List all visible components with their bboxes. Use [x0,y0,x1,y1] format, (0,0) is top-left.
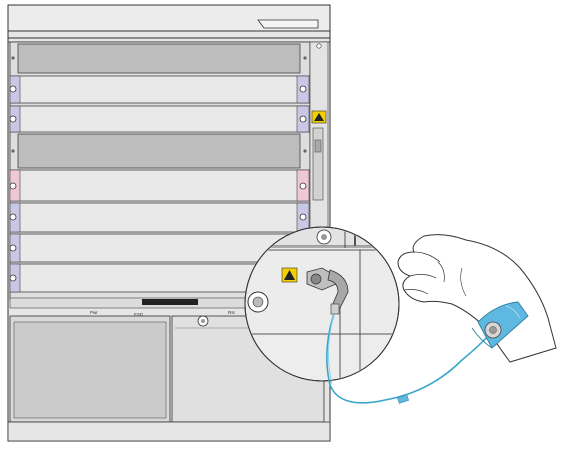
hand-with-wrist-strap [397,234,557,363]
label-mid: ESD [134,312,144,317]
label-right: Rst [228,310,235,315]
board-slot-2 [9,75,311,104]
label-left: Pwr [90,310,98,315]
board-slot-5 [9,169,311,202]
esd-jack-icon [281,267,349,315]
board-slot-3 [9,105,311,133]
chassis: Pwr ESD Rst [7,4,331,442]
board-slot-7 [9,233,311,263]
lower-bay-left [9,315,171,423]
esd-warning-icon [311,110,327,124]
grounding-cable-icon [326,313,491,404]
blank-panel-1 [11,43,307,74]
board-slot-6 [9,202,311,233]
wrist-strap-icon [471,301,529,349]
magnified-callout [244,226,400,382]
blank-panel-2 [11,133,307,169]
